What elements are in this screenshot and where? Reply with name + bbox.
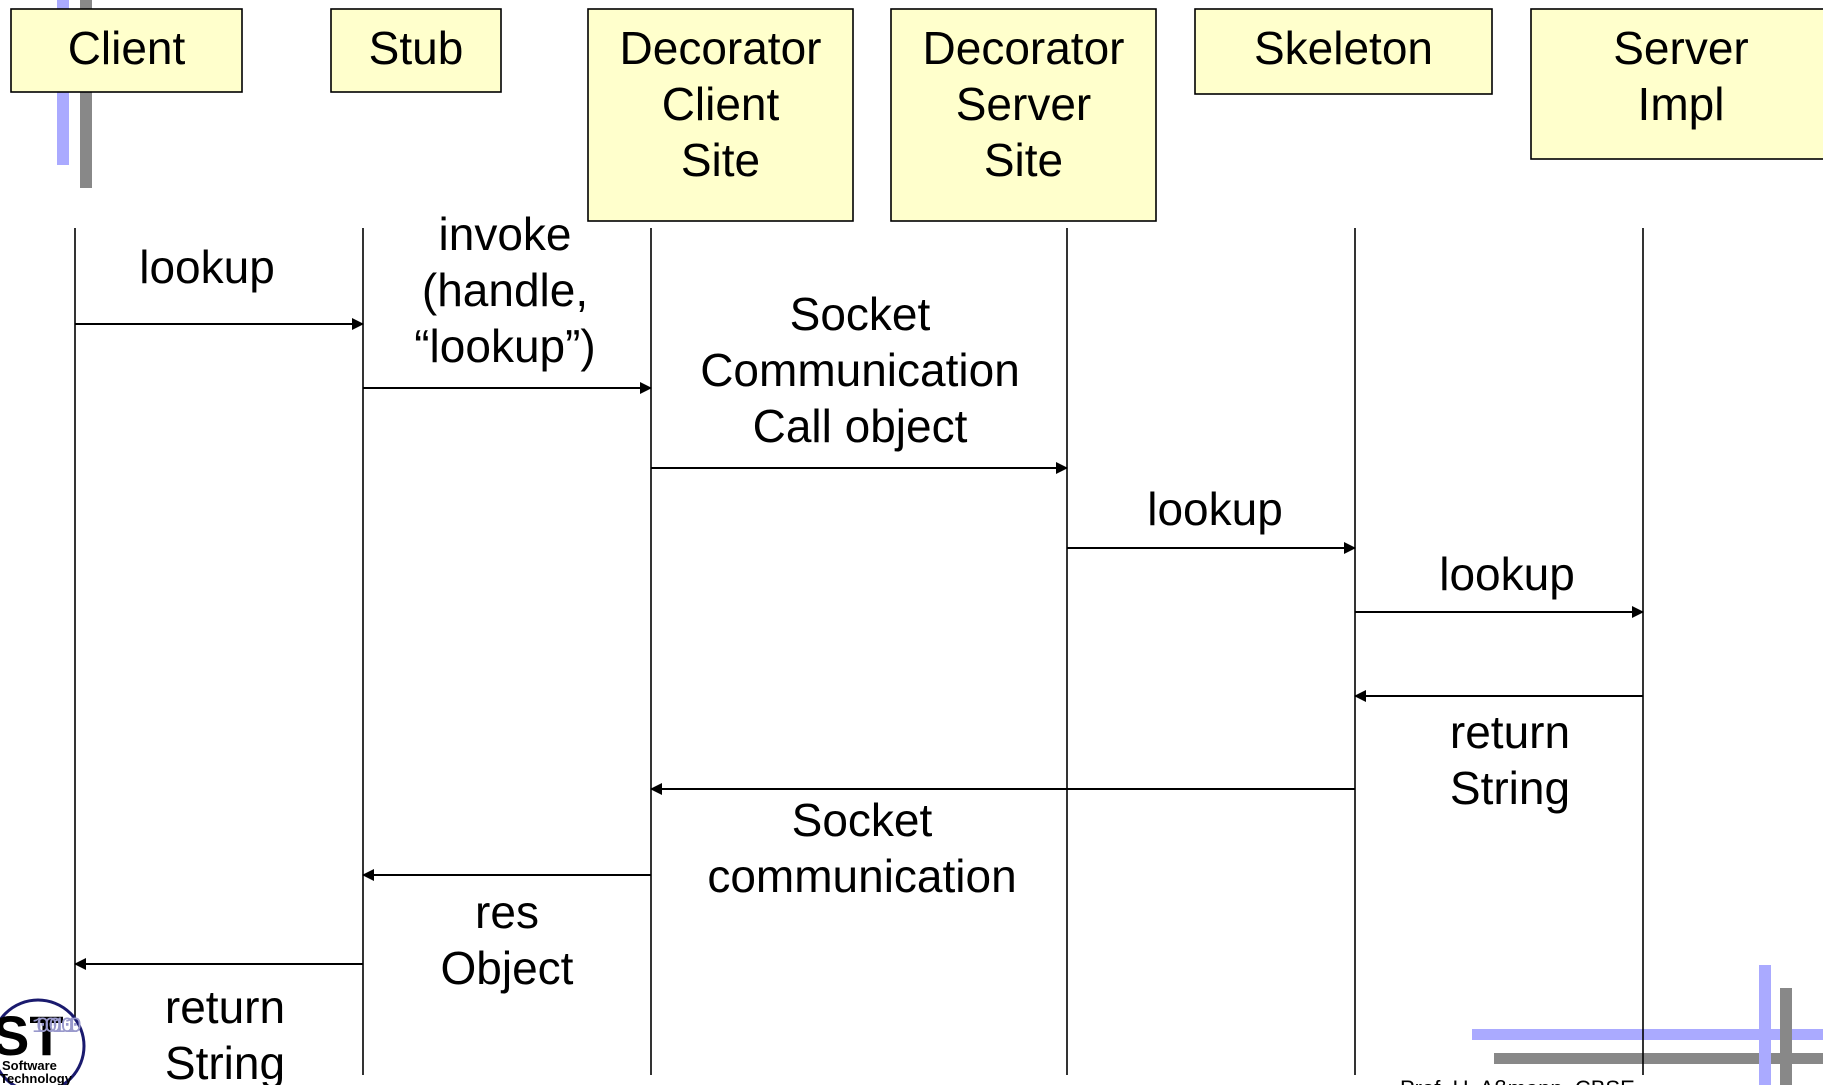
message-label: lookup bbox=[139, 241, 275, 293]
participant-box bbox=[1194, 8, 1493, 95]
participant-label: Skeleton bbox=[1254, 22, 1433, 74]
message-label: Socket bbox=[792, 794, 933, 846]
software-technology-logo: ST 10 001 010 Software Technology bbox=[0, 998, 86, 1085]
participant-skeleton: Skeleton bbox=[1194, 8, 1493, 95]
message-label: Call object bbox=[753, 400, 968, 452]
message-label: “lookup”) bbox=[414, 320, 596, 372]
message-label: communication bbox=[707, 850, 1016, 902]
message-label: String bbox=[165, 1037, 285, 1085]
logo-bits: 10 001 010 bbox=[32, 1014, 82, 1039]
logo-line-software: Software bbox=[2, 1058, 57, 1073]
participant-label: Site bbox=[681, 134, 760, 186]
participant-label: Site bbox=[984, 134, 1063, 186]
message-label: Communication bbox=[700, 344, 1020, 396]
message-label: (handle, bbox=[422, 264, 588, 316]
participant-box bbox=[330, 8, 502, 93]
corner-decoration-bottom-right bbox=[1472, 965, 1823, 1085]
message-1: lookup bbox=[75, 241, 364, 330]
participant-box bbox=[1530, 8, 1823, 160]
message-label: lookup bbox=[1439, 548, 1575, 600]
message-label: Socket bbox=[790, 288, 931, 340]
participant-box bbox=[587, 8, 854, 222]
participant-label: Client bbox=[662, 78, 780, 130]
participant-label: Impl bbox=[1638, 78, 1725, 130]
message-label: String bbox=[1450, 762, 1570, 814]
message-label: lookup bbox=[1147, 483, 1283, 535]
footer-text: Prof. U. Aßmann, CBSE bbox=[1400, 1076, 1635, 1085]
message-2: invoke(handle,“lookup”) bbox=[363, 208, 652, 394]
participant-box bbox=[890, 8, 1157, 222]
participant-label: Client bbox=[68, 22, 186, 74]
participant-client: Client bbox=[10, 8, 243, 93]
participant-label: Decorator bbox=[620, 22, 822, 74]
lifelines bbox=[74, 228, 1644, 1075]
participant-box bbox=[10, 8, 243, 93]
message-label: return bbox=[165, 981, 285, 1033]
messages: lookupinvoke(handle,“lookup”)SocketCommu… bbox=[74, 208, 1644, 1085]
participant-label: Server bbox=[956, 78, 1091, 130]
participant-stub: Stub bbox=[330, 8, 502, 93]
message-label: return bbox=[1450, 706, 1570, 758]
logo-line-technology: Technology bbox=[0, 1071, 73, 1085]
message-label: Object bbox=[441, 942, 574, 994]
participant-label: Decorator bbox=[923, 22, 1125, 74]
message-4: lookup bbox=[1067, 483, 1356, 554]
participant-label: Stub bbox=[369, 22, 464, 74]
participant-label: Server bbox=[1613, 22, 1748, 74]
logo-mark: ST bbox=[0, 1004, 64, 1067]
message-5: lookup bbox=[1355, 548, 1644, 618]
message-label: invoke bbox=[439, 208, 572, 260]
message-label: res bbox=[475, 886, 539, 938]
